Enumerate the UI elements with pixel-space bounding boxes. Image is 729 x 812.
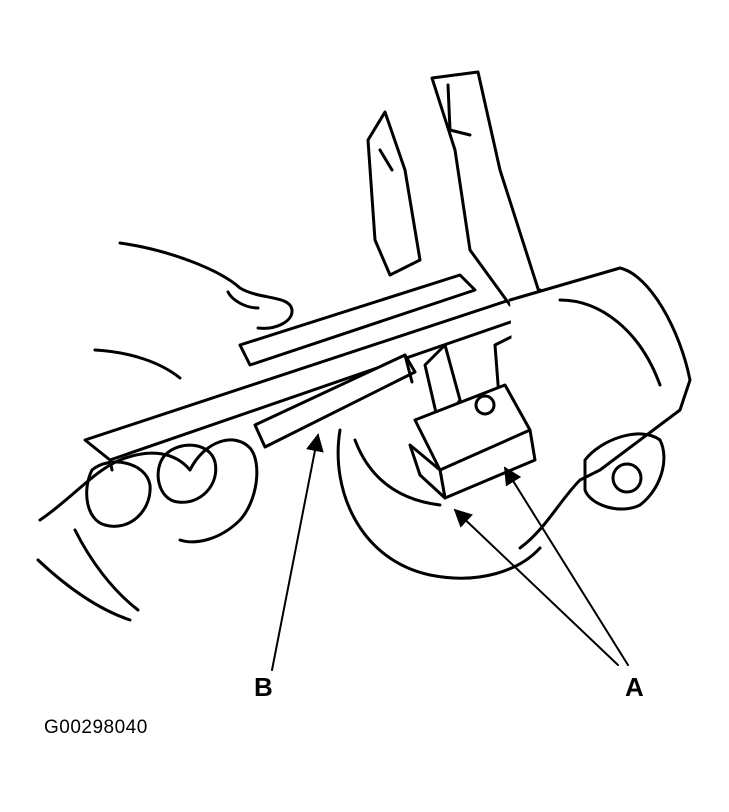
leader-b-arrow xyxy=(271,433,324,671)
figure-id-label: G00298040 xyxy=(44,717,148,738)
callout-leaders xyxy=(271,433,629,671)
vernier-caliper-drawing xyxy=(83,70,562,472)
callout-label-a: A xyxy=(625,672,644,702)
leader-a-arrow-left xyxy=(453,508,619,666)
upper-hand-drawing xyxy=(93,241,294,380)
brush-holder-drawing xyxy=(336,266,692,580)
callout-label-b: B xyxy=(254,672,273,702)
leader-a-arrow-right xyxy=(504,466,629,666)
lower-hand-drawing xyxy=(36,438,259,622)
